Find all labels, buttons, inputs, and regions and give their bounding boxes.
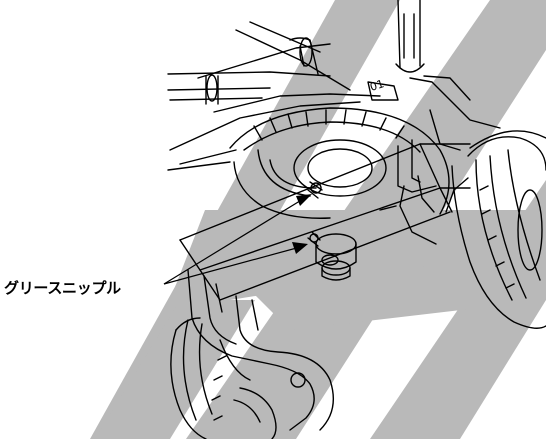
left-wheel xyxy=(170,317,277,439)
part-marking: 01 xyxy=(368,77,385,94)
callout-leaders xyxy=(163,195,309,285)
watermark-stripe xyxy=(250,250,546,330)
leader-line xyxy=(163,245,305,285)
frame-lines xyxy=(167,21,381,171)
watermark-stripe xyxy=(170,210,546,300)
lower-arm xyxy=(187,269,334,431)
arrow-head-icon xyxy=(296,194,312,206)
grease-nipple-label: グリースニップル xyxy=(4,279,121,297)
right-wheel xyxy=(445,130,546,329)
watermark-stripe xyxy=(95,300,255,439)
hub-cap xyxy=(293,139,387,197)
mounting-bracket xyxy=(379,139,437,245)
watermark-stripes xyxy=(90,0,546,439)
tire-top xyxy=(229,81,450,219)
callout-arrows xyxy=(292,194,312,254)
arrow-head-icon xyxy=(292,242,308,254)
grease-nipple-upper xyxy=(307,181,323,199)
pivot-bolt xyxy=(290,372,306,388)
leader-line xyxy=(163,195,309,285)
grease-nipple-fitting xyxy=(307,231,357,281)
